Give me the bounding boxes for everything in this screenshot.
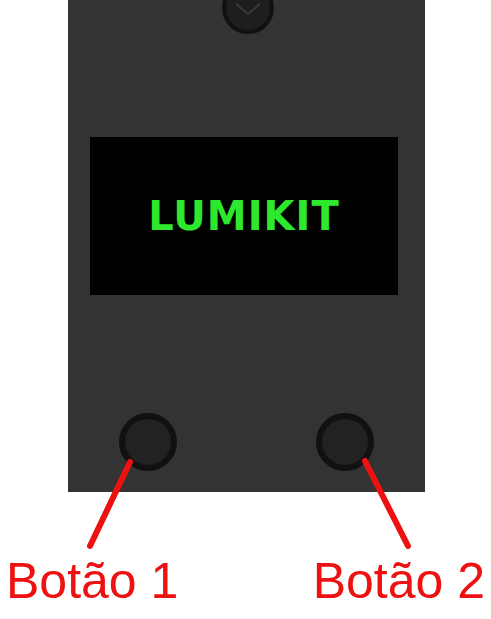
display-screen: LUMIKIT bbox=[90, 137, 398, 295]
device-panel bbox=[68, 0, 425, 492]
leader-line bbox=[90, 462, 130, 546]
top-knob bbox=[224, 0, 272, 32]
knob-mark bbox=[236, 4, 248, 14]
leader-line bbox=[365, 461, 408, 546]
button-label: Botão 1 bbox=[6, 556, 178, 606]
knob-mark bbox=[248, 4, 260, 14]
button-label: Botão 2 bbox=[313, 556, 485, 606]
display-text: LUMIKIT bbox=[148, 193, 339, 239]
